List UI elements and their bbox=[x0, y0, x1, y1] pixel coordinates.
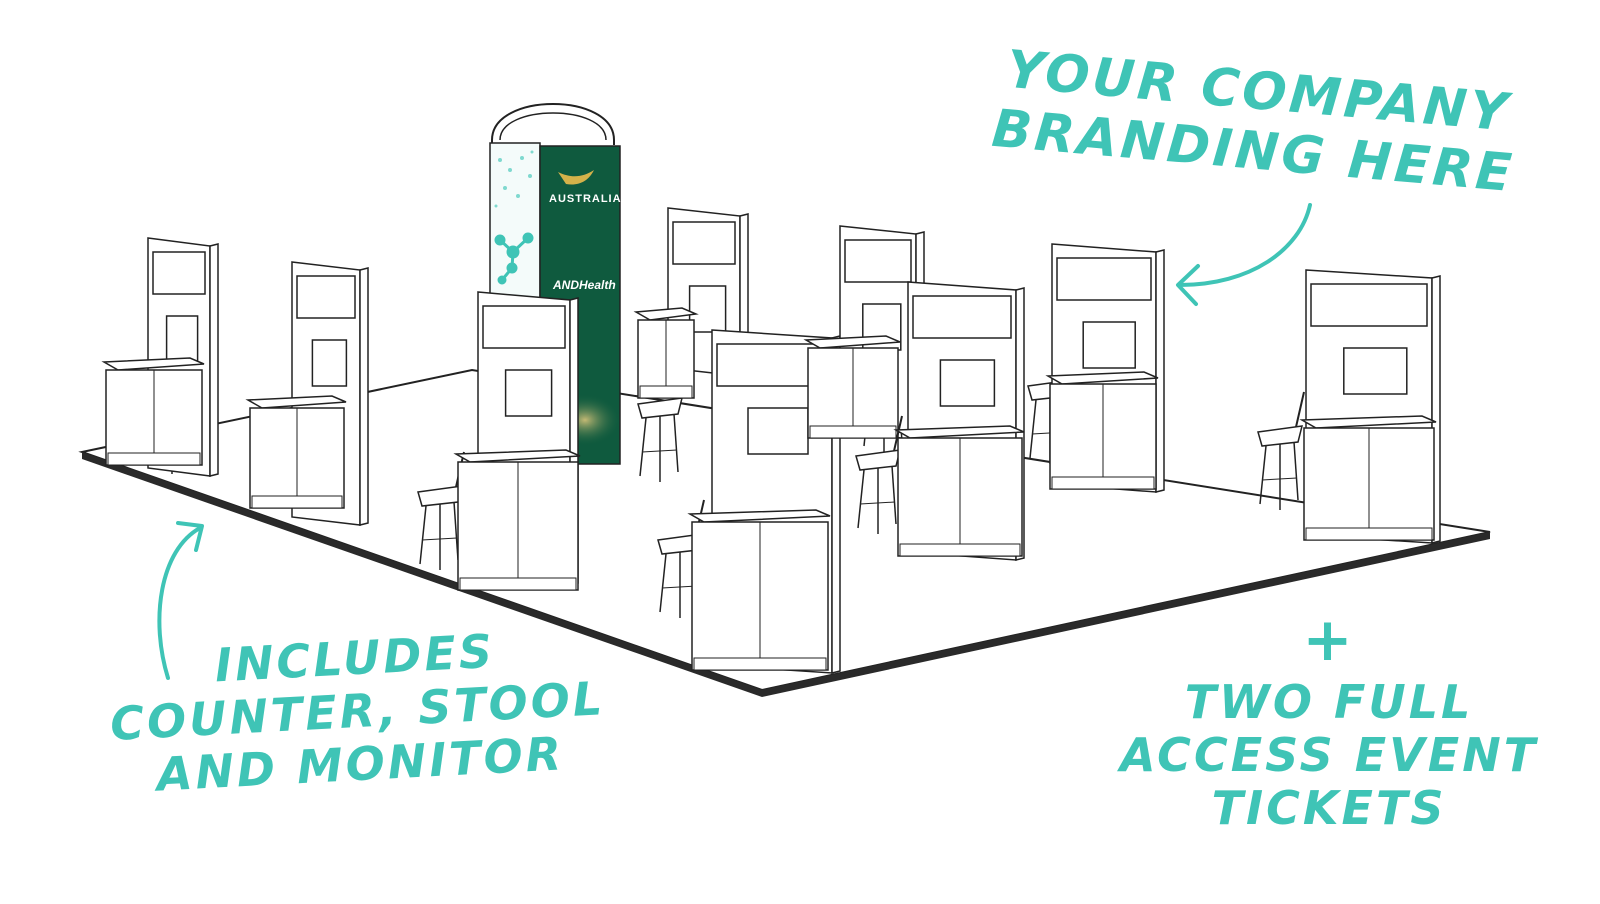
monitor-icon bbox=[311, 339, 348, 387]
arrow-icon bbox=[157, 526, 202, 680]
branding-header-board bbox=[1056, 257, 1152, 301]
branding-header-board bbox=[482, 305, 566, 349]
booth-station bbox=[1027, 243, 1165, 493]
counter bbox=[1299, 415, 1437, 541]
booth-stations bbox=[101, 207, 1441, 674]
tower-brand-label: ANDHealth bbox=[553, 278, 616, 292]
counter bbox=[633, 307, 699, 399]
counter bbox=[101, 357, 205, 466]
booth-station bbox=[1257, 269, 1441, 544]
callout-line: ACCESS EVENT bbox=[1120, 727, 1539, 782]
booth-station bbox=[803, 225, 925, 452]
counter bbox=[453, 449, 581, 591]
stool-icon bbox=[855, 415, 903, 534]
tower-country-label: AUSTRALIA bbox=[549, 193, 622, 205]
monitor-icon bbox=[939, 359, 996, 407]
counter bbox=[1045, 371, 1159, 490]
booth-station bbox=[855, 281, 1025, 561]
branding-header-board bbox=[152, 251, 206, 295]
monitor-icon bbox=[747, 407, 809, 455]
plus-sign: + bbox=[1302, 605, 1356, 675]
kangaroo-logo-icon bbox=[558, 170, 594, 185]
monitor-icon bbox=[1343, 347, 1408, 395]
branding-header-board bbox=[672, 221, 736, 265]
arrow-icon bbox=[1178, 203, 1312, 287]
includes-callout: INCLUDES COUNTER, STOOL AND MONITOR bbox=[106, 619, 609, 803]
branding-header-board bbox=[1310, 283, 1428, 327]
branding-header-board bbox=[296, 275, 356, 319]
stool-icon bbox=[1257, 391, 1305, 510]
callout-line: TICKETS bbox=[1211, 780, 1447, 835]
booth-station bbox=[417, 291, 581, 591]
branding-header-board bbox=[912, 295, 1012, 339]
booth-station bbox=[245, 261, 369, 526]
monitor-icon bbox=[504, 369, 553, 417]
dots-pattern bbox=[494, 150, 534, 208]
branding-header-board bbox=[844, 239, 912, 283]
monitor-icon bbox=[165, 315, 199, 363]
counter bbox=[687, 509, 831, 671]
counter bbox=[245, 395, 347, 509]
monitor-icon bbox=[1082, 321, 1136, 369]
tickets-callout: + TWO FULL ACCESS EVENT TICKETS bbox=[1120, 610, 1538, 835]
counter bbox=[893, 425, 1025, 557]
molecule-icon bbox=[494, 232, 534, 285]
booth-station bbox=[101, 237, 219, 477]
callout-line: TWO FULL bbox=[1184, 675, 1474, 729]
monitor-icon bbox=[688, 285, 727, 333]
counter bbox=[803, 335, 901, 439]
